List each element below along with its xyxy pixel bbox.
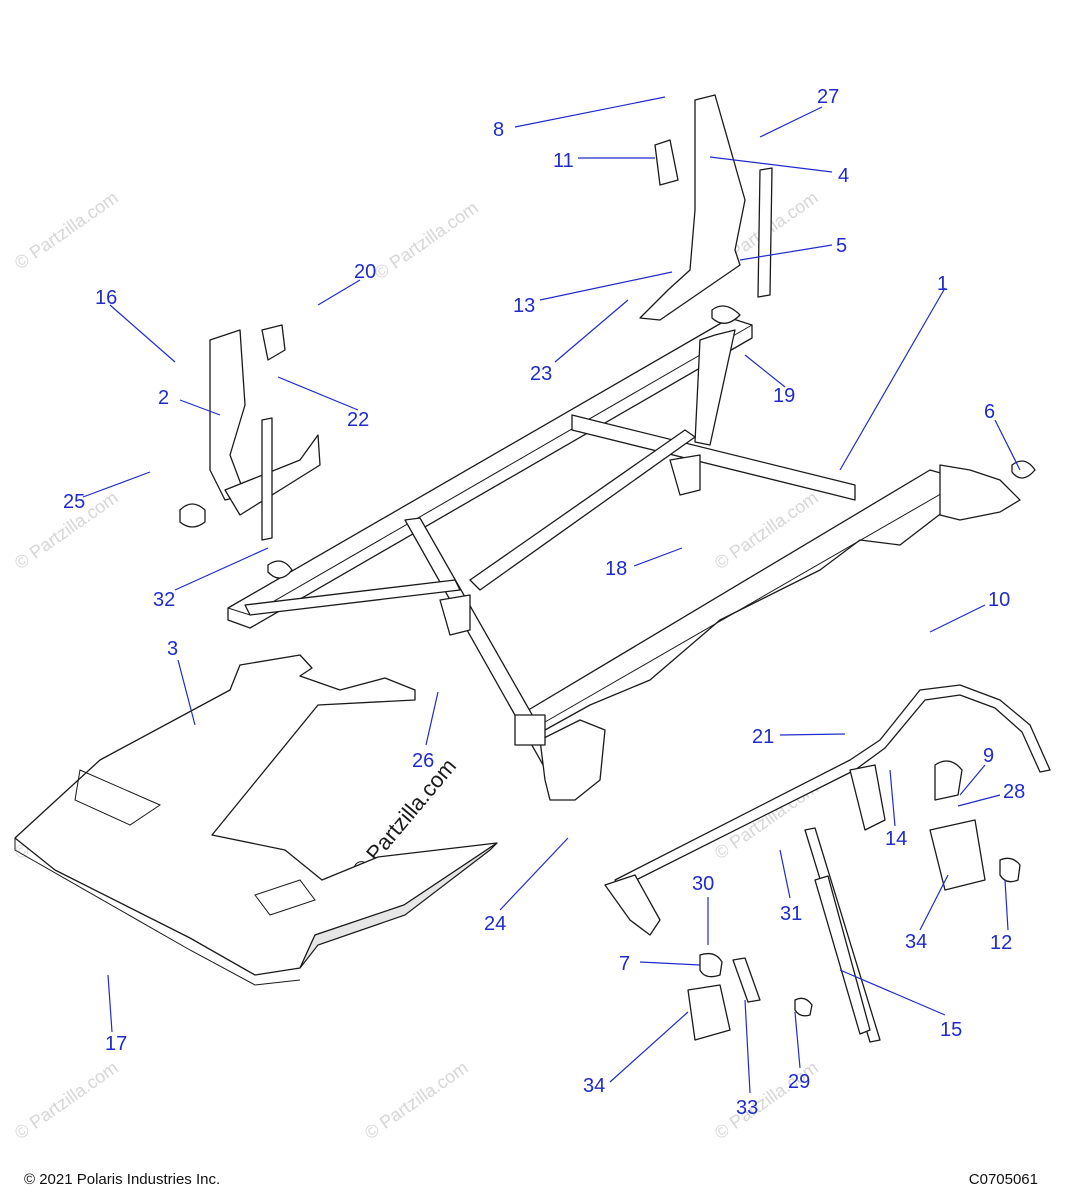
callout-19: 19 (773, 385, 795, 407)
callout-28: 28 (1003, 781, 1025, 803)
callout-18: 18 (605, 558, 627, 580)
callout-24: 24 (484, 913, 506, 935)
callout-20: 20 (354, 261, 376, 283)
callout-2: 2 (158, 387, 169, 409)
callout-leaders (82, 96, 1021, 1094)
callout-labels: 1 2 3 4 5 6 7 8 9 10 11 12 13 14 15 16 1… (63, 86, 1025, 1119)
callout-22: 22 (347, 409, 369, 431)
callout-32: 32 (153, 589, 175, 611)
callout-27: 27 (817, 86, 839, 108)
callout-3: 3 (167, 638, 178, 660)
callout-21: 21 (752, 726, 774, 748)
callout-30: 30 (692, 873, 714, 895)
stabilizer-bar (604, 684, 1051, 936)
callout-9: 9 (983, 745, 994, 767)
copyright-notice: © 2021 Polaris Industries Inc. (24, 1171, 221, 1188)
callout-8: 8 (493, 119, 504, 141)
diagram-code: C0705061 (968, 1171, 1038, 1188)
callout-34-left: 34 (583, 1075, 605, 1097)
right-bracket (639, 94, 773, 321)
callout-25: 25 (63, 491, 85, 513)
callout-16: 16 (95, 287, 117, 309)
mount-hardware (687, 819, 1021, 1041)
callout-14: 14 (885, 828, 907, 850)
callout-10: 10 (988, 589, 1010, 611)
callout-13: 13 (513, 295, 535, 317)
callout-17: 17 (105, 1033, 127, 1055)
gas-strut (804, 827, 881, 1043)
callout-5: 5 (836, 235, 847, 257)
callout-26: 26 (412, 750, 434, 772)
callout-23: 23 (530, 363, 552, 385)
skid-plate (14, 654, 498, 986)
watermark: © Partzilla.com (11, 187, 122, 273)
callout-33: 33 (736, 1097, 758, 1119)
watermark: © Partzilla.com (11, 1057, 122, 1143)
callout-31: 31 (780, 903, 802, 925)
callout-34-right: 34 (905, 931, 927, 953)
callout-1: 1 (937, 273, 948, 295)
callout-11: 11 (553, 150, 574, 172)
left-bracket (179, 324, 321, 541)
main-frame (227, 305, 1036, 801)
callout-6: 6 (984, 401, 995, 423)
callout-15: 15 (940, 1019, 962, 1041)
watermark: © Partzilla.com (371, 197, 482, 283)
callout-7: 7 (619, 953, 630, 975)
watermark: © Partzilla.com (361, 1057, 472, 1143)
callout-29: 29 (788, 1071, 810, 1093)
callout-4: 4 (838, 165, 849, 187)
callout-12: 12 (990, 932, 1012, 954)
